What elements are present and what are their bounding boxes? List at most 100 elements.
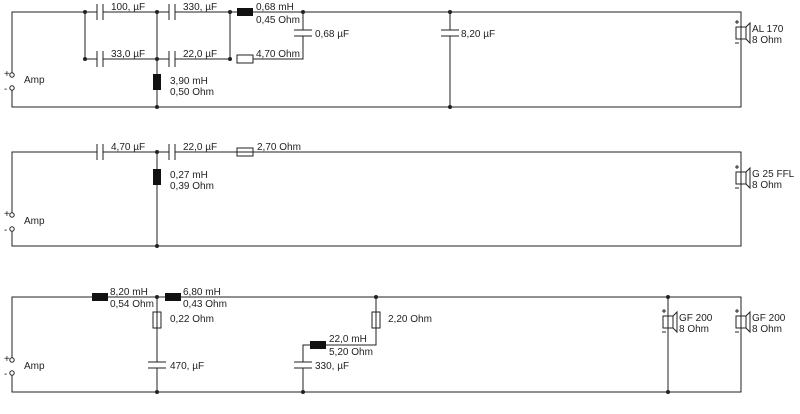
junction-dot xyxy=(301,10,305,14)
r2-label: 2,20 Ohm xyxy=(388,314,432,325)
resistor xyxy=(371,311,381,329)
r1-label: 2,70 Ohm xyxy=(257,142,301,153)
speaker-icon xyxy=(662,315,674,329)
speaker-cone xyxy=(745,310,751,334)
junction-dot xyxy=(228,57,232,61)
l1-res: 0,45 Ohm xyxy=(256,15,300,26)
junction-dot xyxy=(448,10,452,14)
junction-dot xyxy=(666,390,670,394)
terminal-sign: - xyxy=(4,225,7,236)
l1-res: 0,54 Ohm xyxy=(110,299,154,310)
terminal-sign: - xyxy=(4,369,7,380)
c4-label: 22,0 µF xyxy=(183,49,217,60)
c2-label: 33,0 µF xyxy=(111,49,145,60)
l1-value: 0,68 mH xyxy=(256,2,294,13)
capacitor-gap xyxy=(97,57,103,61)
c6-label: 8,20 µF xyxy=(461,29,495,40)
junction-dot xyxy=(155,150,159,154)
capacitor xyxy=(96,4,104,20)
speaker1-name: GF 200 xyxy=(679,313,713,324)
components xyxy=(83,4,751,394)
speaker2-imp: 8 Ohm xyxy=(752,324,782,335)
speaker1-imp: 8 Ohm xyxy=(679,324,709,335)
capacitor xyxy=(294,29,312,37)
junction-dot xyxy=(155,295,159,299)
capacitor xyxy=(96,144,104,160)
amp-terminal xyxy=(9,85,15,91)
junction-dot xyxy=(155,244,159,248)
l1-value: 0,27 mH xyxy=(170,170,208,181)
speaker-name: AL 170 xyxy=(752,24,784,35)
l1-res: 0,39 Ohm xyxy=(170,181,214,192)
wire xyxy=(11,151,742,247)
amp-label: Amp xyxy=(24,216,45,227)
capacitor-gap xyxy=(169,57,175,61)
amp-terminal xyxy=(9,72,15,78)
inductor xyxy=(237,8,253,16)
capacitor-gap xyxy=(301,362,305,368)
capacitor xyxy=(148,361,166,369)
resistor xyxy=(152,311,162,329)
amp-terminal xyxy=(9,212,15,218)
capacitor-gap xyxy=(301,30,305,36)
speaker-polarity xyxy=(662,309,666,333)
inductor xyxy=(92,293,108,301)
capacitor xyxy=(96,51,104,67)
capacitor-gap xyxy=(169,150,175,154)
speaker-polarity xyxy=(735,165,739,189)
wire xyxy=(253,12,304,60)
inductor xyxy=(153,169,161,185)
junction-dot xyxy=(83,10,87,14)
junction-dot xyxy=(155,10,159,14)
speaker-cone xyxy=(672,310,678,334)
wires xyxy=(11,11,742,393)
inductor xyxy=(153,74,161,90)
capacitor xyxy=(168,4,176,20)
l2-res: 0,43 Ohm xyxy=(183,299,227,310)
terminal-sign: + xyxy=(4,209,10,220)
l1-value: 8,20 mH xyxy=(110,287,148,298)
c2-label: 22,0 µF xyxy=(183,142,217,153)
c1-label: 470, µF xyxy=(170,361,204,372)
resistor xyxy=(236,147,254,157)
wire xyxy=(11,11,742,108)
capacitor-gap xyxy=(97,150,103,154)
l2-res: 0,50 Ohm xyxy=(170,87,214,98)
speaker-icon xyxy=(735,26,747,40)
r1-label: 0,22 Ohm xyxy=(170,314,214,325)
capacitor xyxy=(294,361,312,369)
junction-dot xyxy=(666,295,670,299)
capacitor xyxy=(168,51,176,67)
speaker-cone xyxy=(745,21,751,45)
inductor xyxy=(310,341,326,349)
capacitor xyxy=(168,144,176,160)
inductor xyxy=(165,293,181,301)
speaker2-name: GF 200 xyxy=(752,313,786,324)
c5-label: 0,68 µF xyxy=(315,29,349,40)
junction-dot xyxy=(448,105,452,109)
capacitor-gap xyxy=(155,362,159,368)
terminal-sign: + xyxy=(4,69,10,80)
l3-res: 5,20 Ohm xyxy=(329,347,373,358)
junction-dot xyxy=(83,57,87,61)
junction-dot xyxy=(374,295,378,299)
capacitor-gap xyxy=(97,10,103,14)
junction-dot xyxy=(155,57,159,61)
capacitor xyxy=(441,29,459,37)
amp-terminal xyxy=(9,357,15,363)
c3-label: 330, µF xyxy=(183,2,217,13)
l2-value: 6,80 mH xyxy=(183,287,221,298)
amp-terminals: +-+-+- xyxy=(4,69,15,380)
wire xyxy=(11,296,742,393)
speaker-name: G 25 FFL xyxy=(752,169,795,180)
amp-terminal xyxy=(9,370,15,376)
speaker-imp: 8 Ohm xyxy=(752,180,782,191)
junction-dot xyxy=(155,390,159,394)
c1-label: 4,70 µF xyxy=(111,142,145,153)
junction-dot xyxy=(301,390,305,394)
speaker-icon xyxy=(735,315,747,329)
amp-label: Amp xyxy=(24,75,45,86)
l2-value: 3,90 mH xyxy=(170,76,208,87)
capacitor-gap xyxy=(169,10,175,14)
